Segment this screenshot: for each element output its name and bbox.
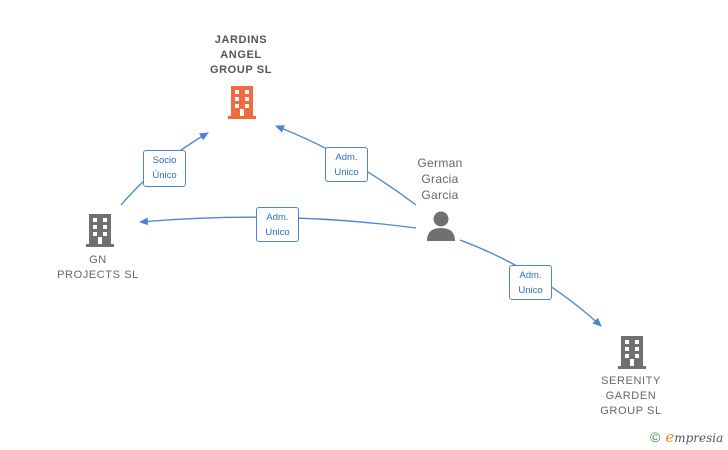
edge-label-line: Adm. (266, 212, 289, 223)
building-icon[interactable] (86, 214, 114, 247)
node-label-german-gracia-garcia[interactable]: German Gracia Garcia (400, 155, 480, 203)
node-label-line: JARDINS (214, 34, 268, 46)
node-label-line: Garcia (421, 188, 459, 202)
node-label-line: GROUP SL (600, 405, 662, 417)
edge-label-line: Único (152, 170, 177, 181)
building-icon[interactable] (618, 336, 646, 369)
node-label-line: German (417, 156, 463, 170)
edge-label-line: Adm. (335, 152, 358, 163)
building-icon[interactable] (228, 86, 256, 119)
edge-label-line: Adm. (519, 270, 542, 281)
node-label-serenity-garden-group[interactable]: SERENITY GARDEN GROUP SL (581, 374, 681, 419)
node-label-line: SERENITY (601, 375, 661, 387)
edge-label-adm-unico: Adm. Unico (256, 207, 299, 242)
brand-logo-text: mpresia (674, 431, 724, 445)
edge-label-line: Unico (518, 285, 543, 296)
node-label-line: Gracia (421, 172, 459, 186)
node-label-line: ANGEL (220, 49, 262, 61)
edge-label-line: Socio (152, 155, 177, 166)
node-label-gn-projects[interactable]: GN PROJECTS SL (48, 253, 148, 283)
brand-logo-letter: e (665, 428, 675, 446)
node-label-line: GROUP SL (209, 64, 273, 76)
node-label-line: PROJECTS SL (57, 269, 139, 281)
person-icon[interactable] (427, 211, 455, 242)
node-label-line: GARDEN (605, 390, 657, 402)
empresia-watermark: ©empresia (650, 428, 723, 447)
edge-label-line: Unico (265, 227, 290, 238)
edge-label-socio-unico: Socio Único (143, 150, 186, 187)
edge-label-adm-unico: Adm. Unico (509, 265, 552, 300)
edge-label-adm-unico: Adm. Unico (325, 147, 368, 182)
edge-label-line: Unico (334, 167, 359, 178)
copyright-symbol: © (650, 429, 661, 445)
node-label-jardins-angel-group[interactable]: JARDINS ANGEL GROUP SL (191, 33, 291, 78)
node-label-line: GN (89, 254, 107, 266)
